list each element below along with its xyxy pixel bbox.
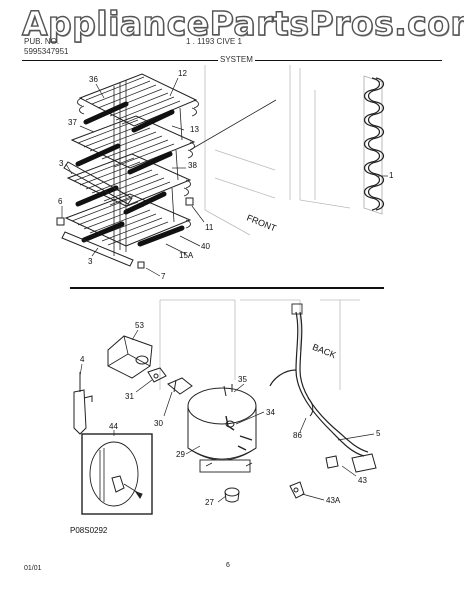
clip-part-6 <box>56 217 65 226</box>
publication-label: PUB. NO. <box>24 37 60 46</box>
section-title: SYSTEM <box>218 55 255 64</box>
detail-inset-box <box>81 433 153 515</box>
callout-7: 7 <box>161 272 166 281</box>
leader-line-suction <box>189 99 277 151</box>
callout-37: 37 <box>68 118 77 127</box>
callout-43: 43 <box>358 476 367 485</box>
callout-1: 1 <box>389 171 394 180</box>
callout-35: 35 <box>238 375 247 384</box>
callout-12: 12 <box>178 69 187 78</box>
callout-34: 34 <box>266 408 275 417</box>
mounting-grommet <box>224 487 240 503</box>
callout-40: 40 <box>201 242 210 251</box>
model-number: 1 . 1193 CIVE 1 <box>186 37 242 46</box>
wire-connector <box>325 453 377 473</box>
callout-38: 38 <box>188 161 197 170</box>
shelf-coil-3 <box>66 153 192 207</box>
callout-29: 29 <box>176 450 185 459</box>
compressor <box>187 384 257 473</box>
cabinet-outline-upper <box>204 65 351 236</box>
callout-36: 36 <box>89 75 98 84</box>
callout-53: 53 <box>135 321 144 330</box>
footer-date: 01/01 <box>24 565 42 572</box>
front-rail-tubes <box>61 161 134 267</box>
terminal-cover-clip <box>289 481 305 499</box>
section-divider <box>70 287 384 289</box>
callout-6: 6 <box>58 197 63 206</box>
shelf-coil-1 <box>77 73 199 127</box>
callout-27: 27 <box>205 498 214 507</box>
side-wall-coil <box>363 75 385 215</box>
power-cord <box>269 303 369 457</box>
footer-page-number: 6 <box>226 562 230 569</box>
callout-5: 5 <box>376 429 381 438</box>
lower-leader-lines <box>79 329 375 503</box>
upper-leader-lines <box>61 77 388 277</box>
figure-code: P08S0292 <box>70 526 108 535</box>
callout-43a: 43A <box>326 496 341 505</box>
filter-drier <box>73 372 93 435</box>
callout-13: 13 <box>190 125 199 134</box>
shelf-retainer-bars <box>75 101 185 247</box>
callout-15a: 15A <box>179 251 194 260</box>
callout-30: 30 <box>154 419 163 428</box>
callout-86: 86 <box>293 431 302 440</box>
clip-part-7 <box>137 261 145 269</box>
callout-3-lower: 3 <box>88 257 93 266</box>
evaporator-shelf-coils <box>64 73 199 256</box>
callout-31: 31 <box>125 392 134 401</box>
callout-4: 4 <box>80 355 85 364</box>
callout-3-upper: 3 <box>59 159 64 168</box>
callout-11: 11 <box>205 223 214 232</box>
start-relay <box>147 367 167 383</box>
callout-44: 44 <box>109 422 118 431</box>
publication-number: 5995347951 <box>24 47 69 56</box>
clip-part-11 <box>185 197 194 206</box>
cabinet-outline-lower <box>159 299 360 390</box>
overload-protector <box>167 377 193 395</box>
relay-cover <box>107 335 153 379</box>
